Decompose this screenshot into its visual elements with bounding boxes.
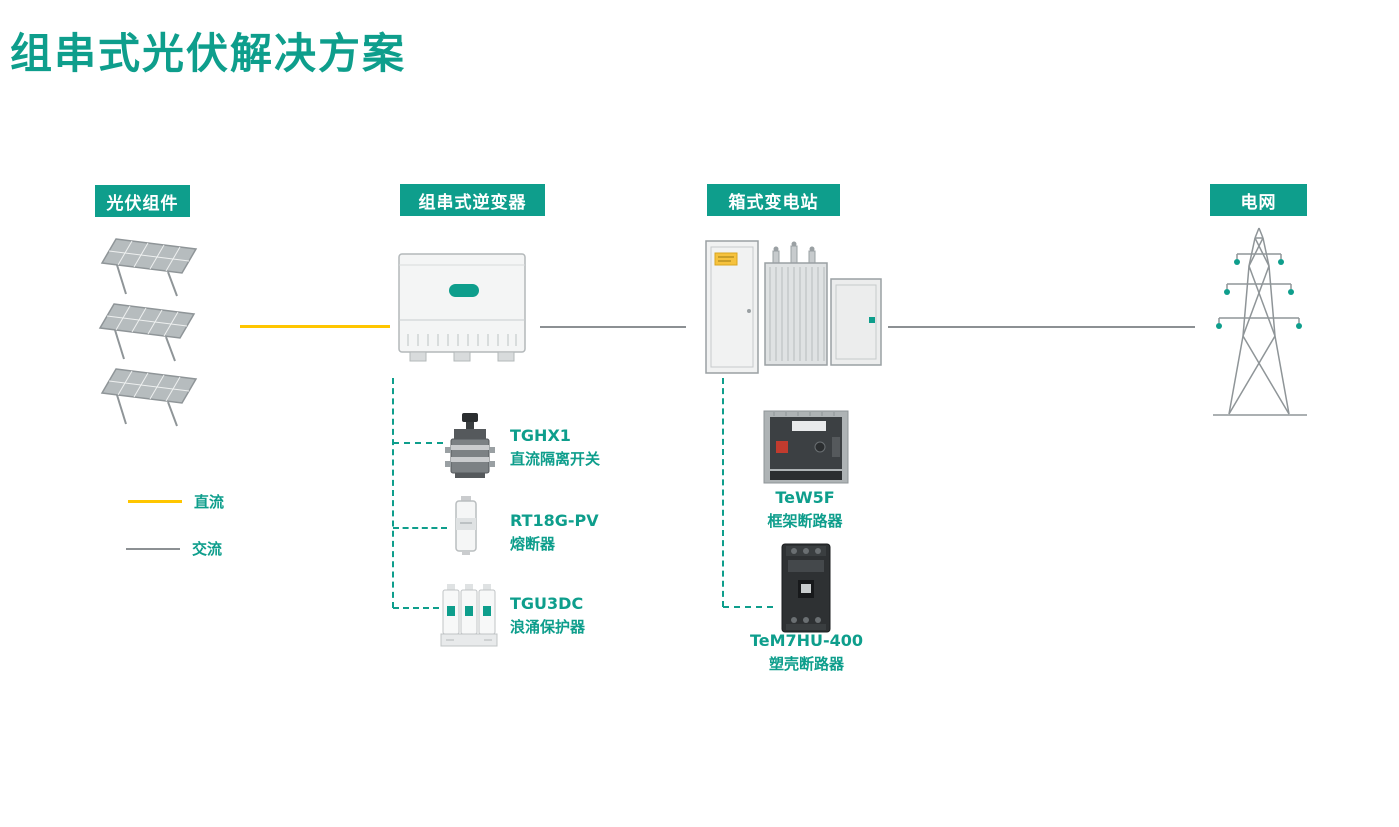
component-desc: 框架断路器: [767, 511, 843, 530]
component-name: TeW5F: [775, 488, 835, 507]
dc-isolator-switch-icon: [445, 413, 495, 478]
legend-dc: 直流: [128, 491, 224, 512]
component-desc: 直流隔离开关: [510, 449, 601, 468]
component-desc: 浪涌保护器: [510, 617, 586, 636]
component-name: TGU3DC: [510, 594, 584, 613]
inverter-branch-hline-tghx1: [393, 442, 443, 444]
inverter-branch-hline-rt18g: [393, 527, 447, 529]
legend-ac-label: 交流: [192, 540, 223, 558]
component-desc: 熔断器: [510, 534, 556, 553]
surge-protector-icon: [440, 584, 498, 647]
solar-panel-icon: [98, 303, 196, 362]
stage-badge-box-substation: 箱式变电站: [707, 184, 840, 216]
ac-flow-line-substation-grid: [888, 326, 1195, 328]
component-name: TeM7HU-400: [749, 631, 864, 650]
legend-ac: 交流: [126, 538, 222, 559]
solar-panel-icon: [100, 368, 198, 427]
stage-badge-grid: 电网: [1210, 184, 1307, 216]
stage-badge-pv-modules: 光伏组件: [95, 185, 190, 217]
inverter-branch-vline: [392, 378, 394, 608]
air-circuit-breaker-icon: [763, 410, 849, 484]
legend-dc-line: [128, 500, 182, 503]
substation-branch-hline-tem7hu: [723, 606, 773, 608]
molded-case-breaker-icon: [781, 543, 831, 633]
dc-flow-line: [240, 325, 390, 328]
inverter-branch-hline-tgu3dc: [393, 607, 439, 609]
page-title: 组串式光伏解决方案: [10, 29, 407, 78]
box-substation-icon: [705, 240, 882, 374]
component-label-tew5f: TeW5F 框架断路器: [750, 488, 860, 531]
component-desc: 塑壳断路器: [768, 654, 844, 673]
component-label-tghx1: TGHX1 直流隔离开关: [510, 426, 600, 469]
solar-panel-icon: [100, 238, 198, 297]
legend-dc-label: 直流: [194, 493, 225, 511]
component-name: RT18G-PV: [510, 511, 599, 530]
ac-flow-line-inverter-substation: [540, 326, 686, 328]
component-name: TGHX1: [510, 426, 571, 445]
component-label-tem7hu-400: TeM7HU-400 塑壳断路器: [744, 631, 869, 674]
legend-ac-line: [126, 547, 180, 550]
component-label-tgu3dc: TGU3DC 浪涌保护器: [510, 594, 585, 637]
component-label-rt18g-pv: RT18G-PV 熔断器: [510, 511, 599, 554]
fuse-holder-icon: [455, 496, 477, 555]
transmission-tower-icon: [1213, 227, 1307, 416]
substation-branch-vline: [722, 378, 724, 607]
string-inverter-icon: [398, 253, 526, 362]
stage-badge-string-inverter: 组串式逆变器: [400, 184, 545, 216]
